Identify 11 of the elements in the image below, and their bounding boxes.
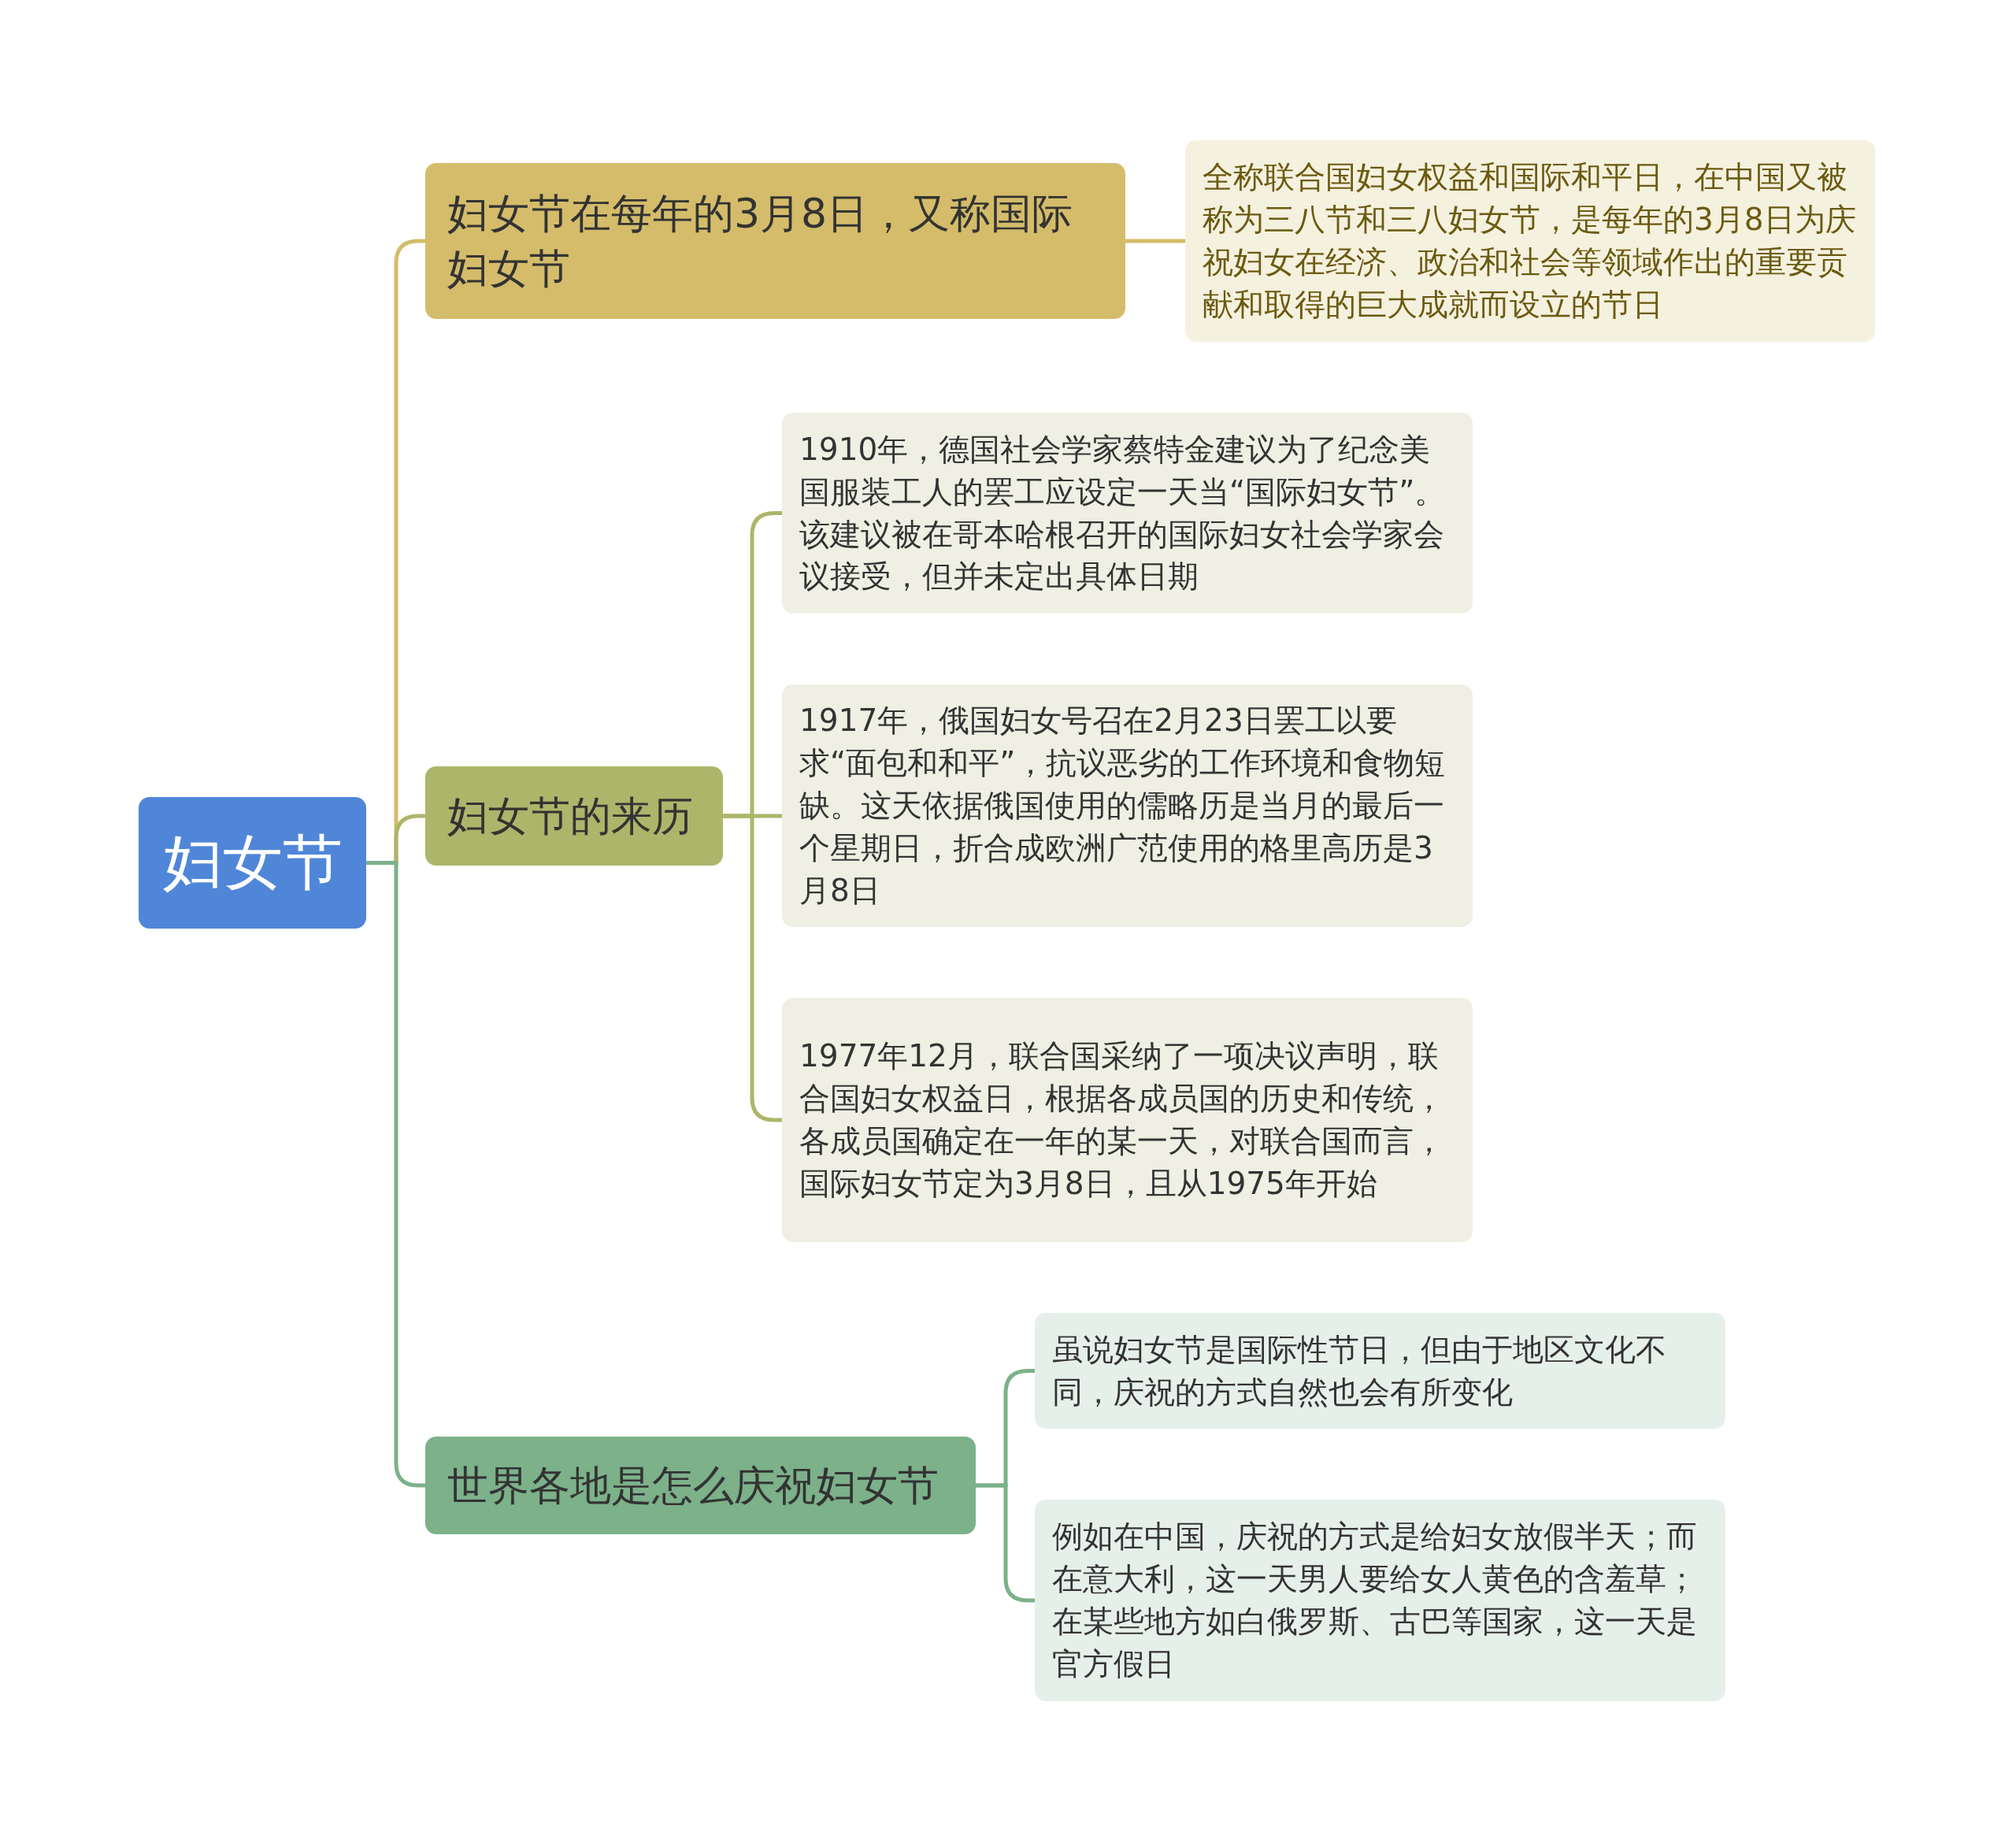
connector-line (1125, 239, 1185, 243)
topic-box: 妇女节的来历 (425, 766, 723, 866)
note-box: 例如在中国，庆祝的方式是给妇女放假半天；而在意大利，这一天男人要给女人黄色的含羞草；在某些地方如白俄罗斯、古巴等国家，这一天是官方假日 (1035, 1500, 1725, 1701)
topic-box: 妇女节在每年的3月8日，又称国际妇女节 (425, 163, 1125, 319)
note-box: 1910年，德国社会学家蔡特金建议为了纪念美国服装工人的罢工应设定一天当“国际妇女节”。该建议被在哥本哈根召开的国际妇女社会学家会议接受，但并未定出具体日期 (782, 413, 1473, 614)
note-box: 全称联合国妇女权益和国际和平日，在中国又被称为三八节和三八妇女节，是每年的3月8日为庆祝妇女在经济、政治和社会等领域作出的重要贡献和取得的巨大成就而设立的节日 (1185, 140, 1875, 342)
topic-box: 世界各地是怎么庆祝妇女节 (425, 1437, 976, 1534)
note-box: 1917年，俄国妇女号召在2月23日罢工以要求“面包和和平”，抗议恶劣的工作环境和食物短缺。这天依据俄国使用的儒略历是当月的最后一个星期日，折合成欧洲广范使用的格里高历是3月8日 (782, 684, 1473, 927)
note-box: 虽说妇女节是国际性节日，但由于地区文化不同，庆祝的方式自然也会有所变化 (1035, 1313, 1725, 1429)
root-topic-box: 妇女节 (139, 797, 366, 929)
note-box: 1977年12月，联合国采纳了一项决议声明，联合国妇女权益日，根据各成员国的历史和传统，各成员国确定在一年的某一天，对联合国而言，国际妇女节定为3月8日，且从1975年开始 (782, 998, 1473, 1242)
